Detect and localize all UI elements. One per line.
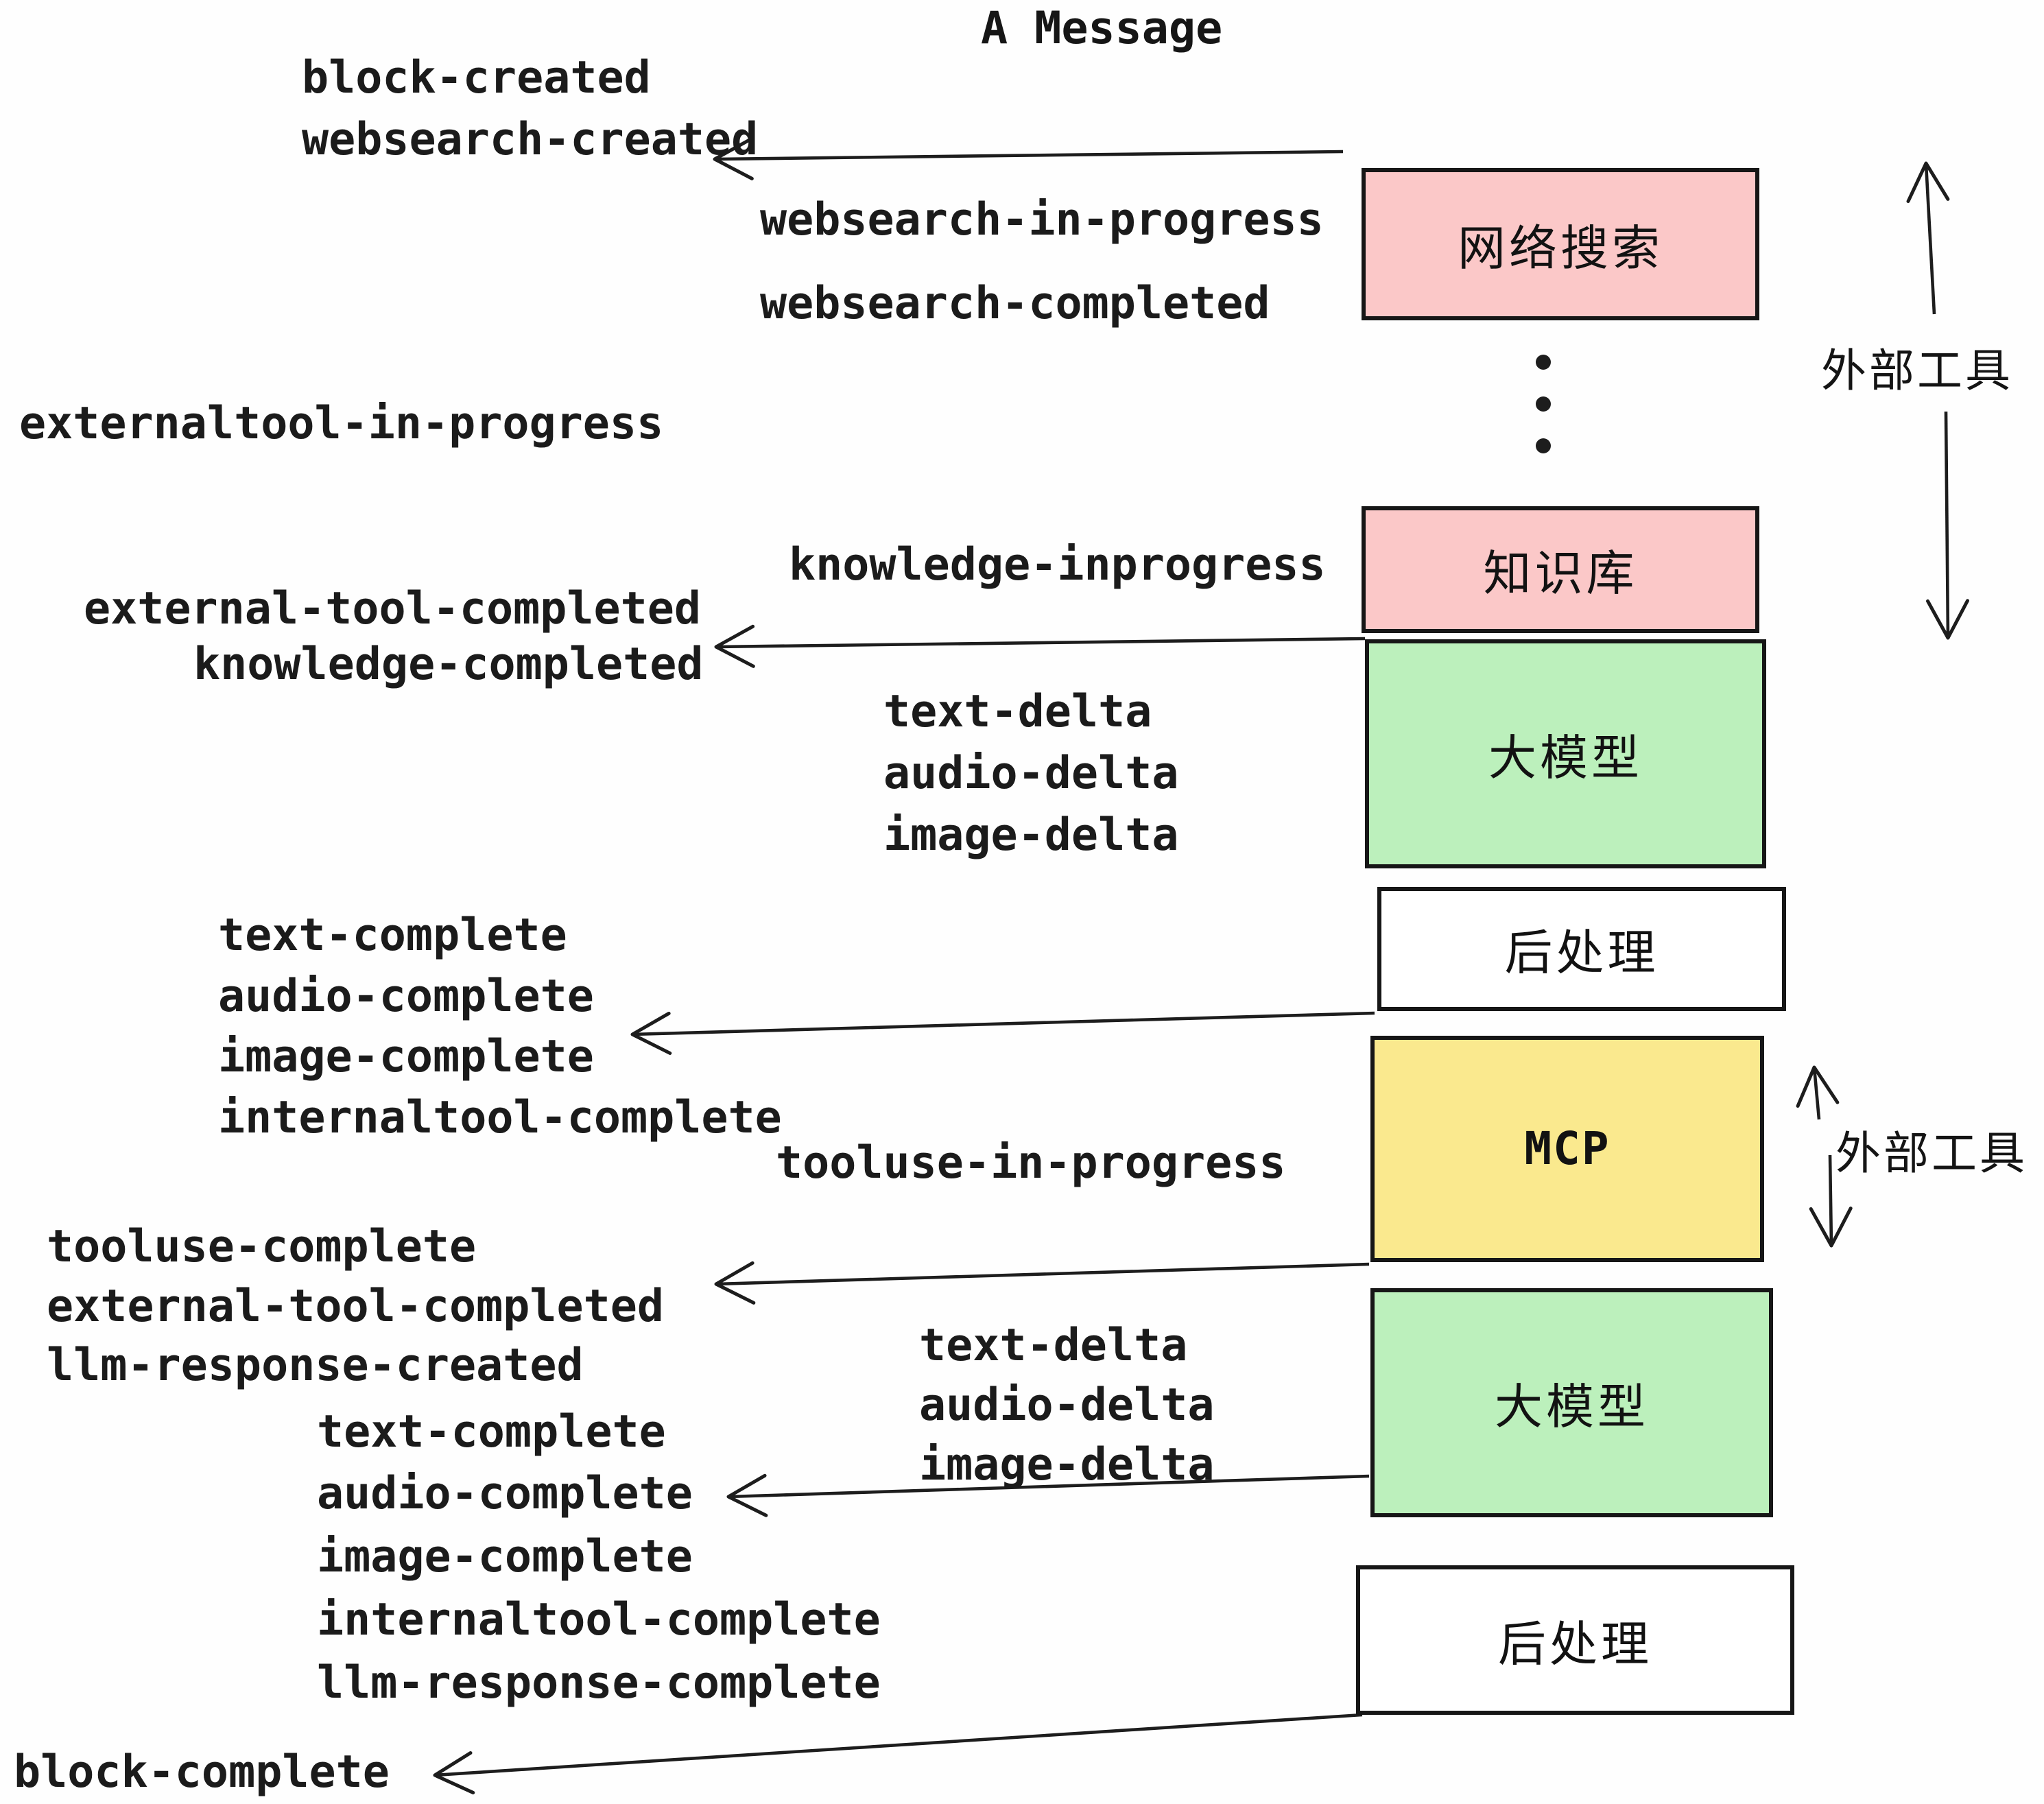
ellipsis-dot: [1536, 355, 1551, 370]
event-internaltool-complete-1: internaltool-complete: [218, 1092, 782, 1143]
event-websearch-in-progress: websearch-in-progress: [760, 194, 1324, 246]
event-knowledge-inprogress: knowledge-inprogress: [789, 539, 1326, 591]
arrow-external-tools-down-2: [1809, 1154, 1853, 1248]
event-audio-delta-2: audio-delta: [919, 1379, 1215, 1431]
event-image-delta-2: image-delta: [919, 1439, 1215, 1491]
node-mcp-label: MCP: [1524, 1122, 1611, 1175]
event-audio-complete-2: audio-complete: [317, 1468, 693, 1519]
event-block-complete: block-complete: [14, 1746, 390, 1798]
event-external-tool-completed: external-tool-completed: [84, 583, 702, 634]
event-externaltool-in-progress: externaltool-in-progress: [19, 398, 664, 449]
node-llm-2: 大模型: [1370, 1288, 1773, 1517]
node-postprocess-2: 后处理: [1356, 1565, 1794, 1715]
ellipsis-dot: [1536, 438, 1551, 453]
event-text-delta-2: text-delta: [919, 1320, 1188, 1371]
event-llm-response-created: llm-response-created: [47, 1340, 584, 1391]
event-block-created: block-created: [302, 52, 651, 104]
arrow-knowledge-completed: [714, 624, 1366, 668]
event-tooluse-complete: tooluse-complete: [47, 1221, 477, 1272]
event-websearch-created: websearch-created: [302, 114, 759, 165]
node-llm-2-label: 大模型: [1495, 1379, 1649, 1434]
event-image-complete-2: image-complete: [317, 1531, 693, 1582]
node-postprocess-2-label: 后处理: [1498, 1617, 1652, 1671]
node-websearch: 网络搜索: [1362, 168, 1759, 320]
event-image-complete-1: image-complete: [218, 1031, 594, 1082]
node-knowledge-base-label: 知识库: [1483, 547, 1638, 600]
node-llm-1: 大模型: [1365, 639, 1766, 868]
node-websearch-label: 网络搜索: [1458, 221, 1663, 275]
arrow-external-tools-up-2: [1796, 1065, 1840, 1120]
event-text-delta-1: text-delta: [883, 686, 1152, 737]
arrow-block-created: [713, 137, 1344, 180]
external-tools-label-1: 外部工具: [1821, 345, 2013, 396]
node-mcp: MCP: [1370, 1036, 1764, 1262]
event-text-complete-1: text-complete: [218, 910, 567, 961]
event-text-complete-2: text-complete: [317, 1406, 666, 1458]
node-llm-1-label: 大模型: [1488, 731, 1643, 785]
page-title: A Message: [981, 3, 1223, 54]
event-audio-complete-1: audio-complete: [218, 971, 594, 1022]
event-knowledge-completed: knowledge-completed: [193, 639, 704, 690]
ellipsis-dot: [1536, 396, 1551, 412]
arrow-block-complete: [433, 1713, 1363, 1794]
event-websearch-completed: websearch-completed: [760, 278, 1270, 329]
event-image-delta-1: image-delta: [883, 809, 1179, 861]
event-external-tool-completed-2: external-tool-completed: [47, 1281, 665, 1332]
external-tools-label-2: 外部工具: [1835, 1128, 2028, 1178]
node-postprocess-1: 后处理: [1377, 887, 1786, 1011]
event-audio-delta-1: audio-delta: [883, 748, 1179, 799]
arrow-tooluse-complete: [714, 1261, 1370, 1305]
node-postprocess-1-label: 后处理: [1504, 926, 1659, 980]
arrow-image-complete: [630, 1011, 1375, 1055]
event-internaltool-complete-2: internaltool-complete: [317, 1594, 881, 1646]
arrow-external-tools-up-1: [1906, 161, 1950, 315]
event-tooluse-in-progress: tooluse-in-progress: [776, 1137, 1286, 1189]
event-llm-response-complete: llm-response-complete: [317, 1657, 881, 1709]
node-knowledge-base: 知识库: [1362, 506, 1759, 633]
arrow-external-tools-down-1: [1926, 411, 1970, 640]
